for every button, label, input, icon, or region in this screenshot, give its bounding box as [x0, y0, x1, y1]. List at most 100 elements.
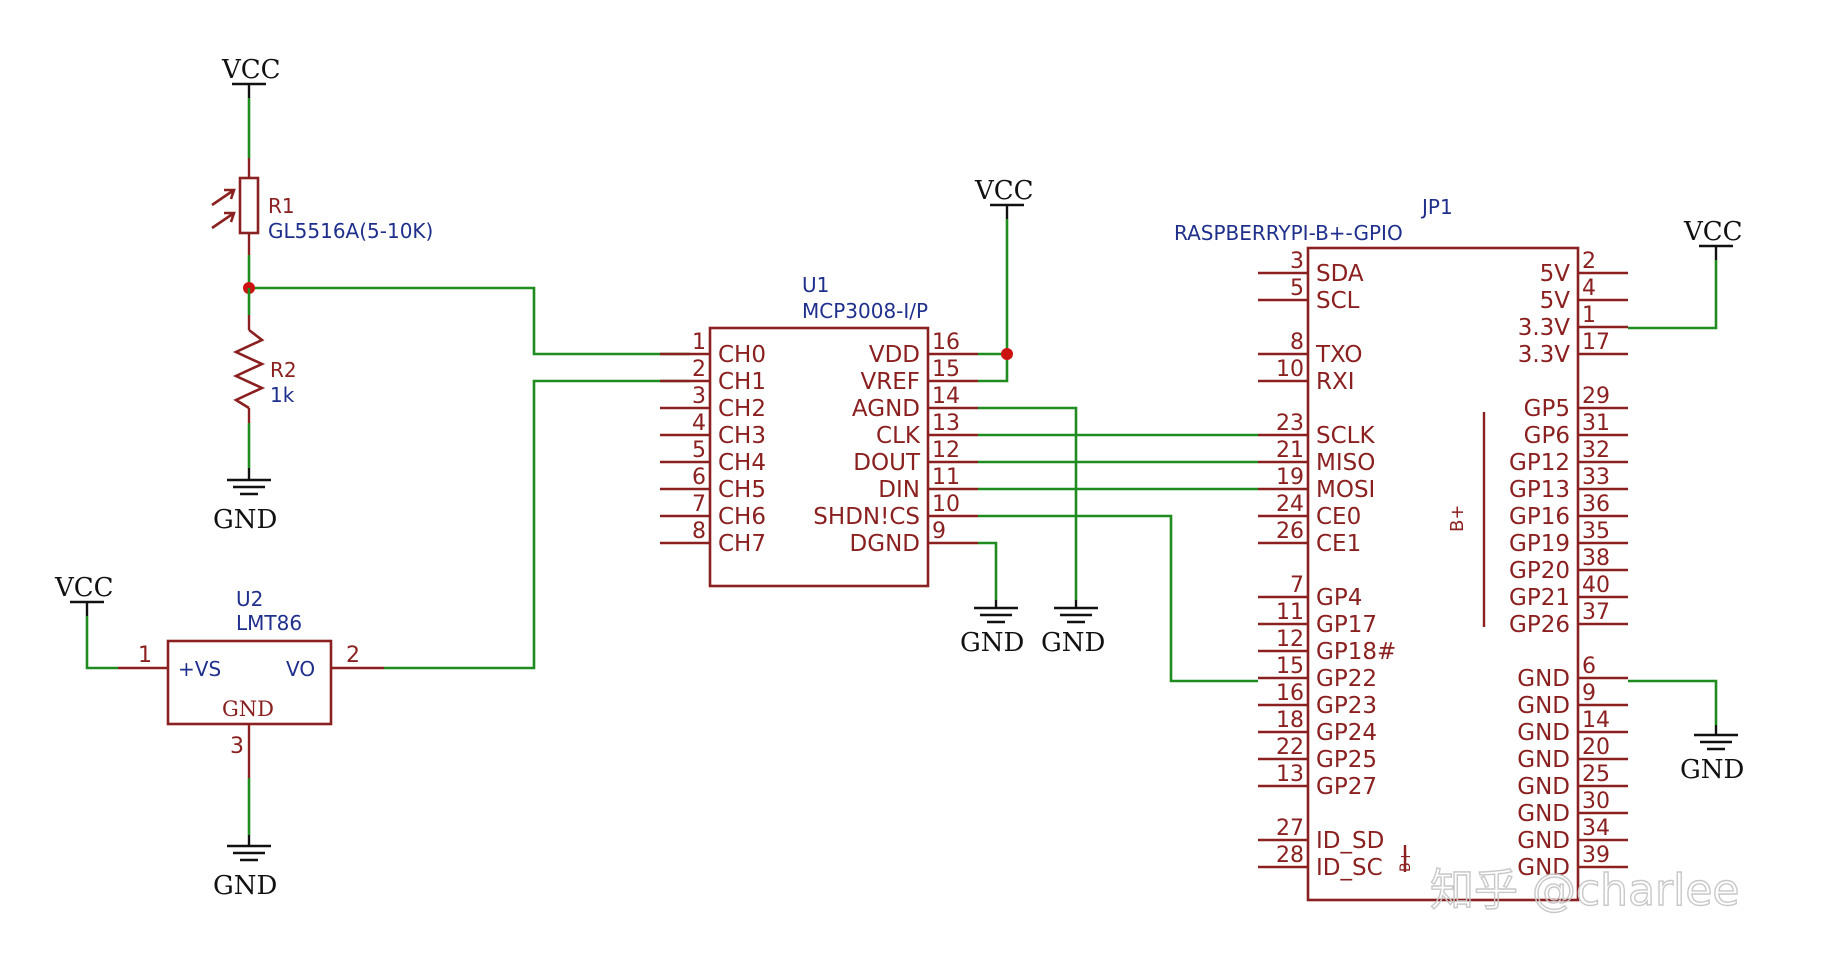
jp1-pin-label: GP20	[1509, 558, 1570, 584]
jp1-pin-3-3v: 13.3V	[1518, 303, 1628, 341]
u1-pin-label: SHDN!CS	[813, 504, 920, 530]
u1-pin-number: 6	[692, 465, 706, 490]
vcc-symbol-jp1: VCC	[1683, 217, 1743, 260]
svg-text:1: 1	[138, 643, 152, 668]
jp1-pin-label: GP18#	[1316, 639, 1396, 665]
jp1-pin-miso: 21 MISO	[1258, 438, 1375, 476]
wire-3v3-vcc	[1628, 260, 1718, 330]
jp1-pin-label: SCLK	[1316, 423, 1375, 449]
u1-pin-dgnd: 9 DGND	[850, 519, 978, 557]
photoresistor-r1: R1 GL5516A(5-10K)	[211, 176, 433, 243]
u1-pin-label: CLK	[876, 423, 921, 449]
u1-ref: U1	[802, 273, 829, 297]
jp1-pin-label: GP16	[1509, 504, 1570, 530]
u1-pin-number: 16	[932, 330, 960, 355]
gnd-symbol-r2: GND	[213, 468, 277, 535]
jp1-pin-label: RXI	[1316, 369, 1355, 395]
u1-pin-number: 11	[932, 465, 960, 490]
jp1-pin-number: 14	[1582, 708, 1610, 733]
jp1-pin-label: CE0	[1316, 504, 1361, 530]
u1-pin-number: 15	[932, 357, 960, 382]
jp1-pin-number: 38	[1582, 546, 1610, 571]
u1-pin-number: 12	[932, 438, 960, 463]
u1-pin-number: 7	[692, 492, 706, 517]
u1-pin-label: CH2	[718, 396, 766, 422]
jp1-pin-label: GND	[1517, 828, 1570, 854]
jp1-pin-number: 37	[1582, 600, 1610, 625]
jp1-pin-number: 7	[1290, 573, 1304, 598]
wire-agnd	[978, 406, 1078, 600]
jp1-pin-label: TXO	[1315, 342, 1362, 368]
u1-pin-label: CH3	[718, 423, 766, 449]
jp1-pin-label: GP4	[1316, 585, 1362, 611]
jp1-pin-number: 34	[1582, 816, 1610, 841]
jp1-pin-label: GP13	[1509, 477, 1570, 503]
jp1-pin-label: GP21	[1509, 585, 1570, 611]
wire-cs-gp22	[978, 514, 1258, 683]
jp1-pin-number: 4	[1582, 276, 1596, 301]
jp1-pin-gp16: 36 GP16	[1509, 492, 1628, 530]
jp1-pin-number: 33	[1582, 465, 1610, 490]
jp1-pin-label: 3.3V	[1518, 315, 1571, 341]
u1-pin-number: 1	[692, 330, 706, 355]
jp1-pin-label: MISO	[1316, 450, 1375, 476]
gnd-symbol-jp1: GND	[1680, 725, 1744, 785]
r1-value: GL5516A(5-10K)	[268, 219, 433, 243]
r2-ref: R2	[270, 358, 297, 382]
u1-pin-number: 14	[932, 384, 960, 409]
jp1-pin-label: ID_SD	[1316, 828, 1384, 854]
junction-vdd	[1001, 348, 1013, 360]
u1-pin-label: DGND	[850, 531, 920, 557]
jp1-pin-label: SCL	[1316, 288, 1360, 314]
u1-pin-number: 9	[932, 519, 946, 544]
jp1-pin-number: 21	[1276, 438, 1304, 463]
gnd-label: GND	[213, 505, 277, 535]
jp1-pin-gnd: 34 GND	[1517, 816, 1628, 854]
jp1-pin-label: GP17	[1316, 612, 1377, 638]
jp1-pin-label: GP6	[1524, 423, 1570, 449]
vcc-symbol-r1: VCC	[221, 55, 281, 98]
u1-pin-label: CH7	[718, 531, 766, 557]
jp1-board-label: B+	[1447, 505, 1468, 532]
jp1-pin-number: 36	[1582, 492, 1610, 517]
jp1-pin-number: 9	[1582, 681, 1596, 706]
gnd-label: GND	[1680, 755, 1744, 785]
jp1-pin-label: GP25	[1316, 747, 1377, 773]
jp1-pin-3-3v: 173.3V	[1518, 330, 1628, 368]
jp1-pin-label: GND	[1517, 747, 1570, 773]
jp1-pin-number: 3	[1290, 249, 1304, 274]
watermark-text: 知乎 @charlee	[1430, 865, 1739, 916]
jp1-pin-number: 10	[1276, 357, 1304, 382]
gnd-symbol-agnd: GND	[1041, 600, 1105, 658]
vcc-label: VCC	[221, 55, 281, 85]
wire-vcc-u2	[85, 616, 118, 670]
jp1-pin-label: GP27	[1316, 774, 1377, 800]
jp1-pin-number: 32	[1582, 438, 1610, 463]
jp1-pin-number: 22	[1276, 735, 1304, 760]
svg-text:B+: B+	[1398, 851, 1414, 872]
jp1-pin-number: 35	[1582, 519, 1610, 544]
